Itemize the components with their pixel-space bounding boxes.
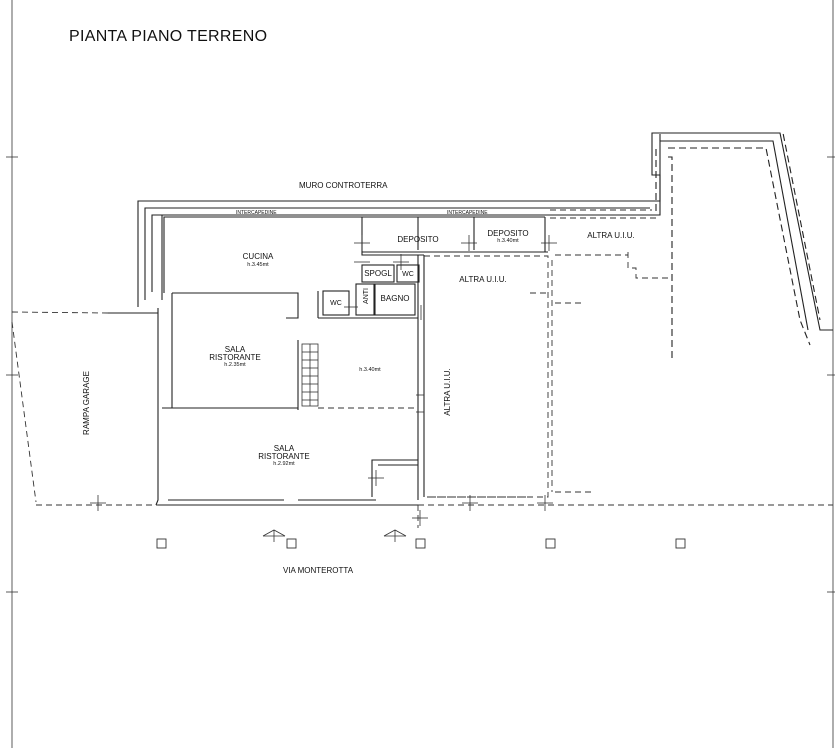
label-ristorante-1: RISTORANTE xyxy=(209,353,260,362)
label-deposito-2-height: h.3.40mt xyxy=(497,238,519,244)
label-sala-2-height: h.2.92mt xyxy=(273,461,295,467)
label-via-monterotta: VIA MONTEROTTA xyxy=(283,566,354,575)
label-wc-1: WC xyxy=(330,300,342,307)
label-cucina: CUCINA xyxy=(243,252,274,261)
label-rampa-garage: RAMPA GARAGE xyxy=(82,371,91,435)
label-intercapedine-1: INTERCAPEDINE xyxy=(236,210,277,216)
street-pillars xyxy=(156,538,686,549)
label-spogl: SPOGL xyxy=(364,269,392,278)
retaining-wall xyxy=(137,132,833,358)
label-sala-1-height: h.2.35mt xyxy=(224,362,246,368)
label-muro: MURO CONTROTERRA xyxy=(299,181,388,190)
label-altra-uiu-1: ALTRA U.I.U. xyxy=(587,231,634,240)
label-anti: ANTI xyxy=(363,288,370,304)
label-sala-1: SALA xyxy=(225,345,246,354)
other-units xyxy=(11,209,833,528)
label-intercapedine-2: INTERCAPEDINE xyxy=(447,210,488,216)
entrance-arrows xyxy=(262,529,407,542)
building-walls xyxy=(108,215,548,506)
label-sala-2: SALA xyxy=(274,444,295,453)
door-markers xyxy=(90,235,557,526)
label-altra-uiu-2: ALTRA U.I.U. xyxy=(459,275,506,284)
label-center-height: h.3.40mt xyxy=(359,367,381,373)
label-cucina-height: h.3.45mt xyxy=(247,262,269,268)
label-bagno: BAGNO xyxy=(381,294,410,303)
label-altra-uiu-3: ALTRA U.I.U. xyxy=(443,368,452,415)
label-deposito-2: DEPOSITO xyxy=(487,229,528,238)
label-ristorante-2: RISTORANTE xyxy=(258,452,309,461)
label-wc-2: WC xyxy=(402,271,414,278)
page-title: PIANTA PIANO TERRENO xyxy=(69,28,268,45)
staircase xyxy=(301,343,319,407)
label-deposito-1: DEPOSITO xyxy=(397,235,438,244)
